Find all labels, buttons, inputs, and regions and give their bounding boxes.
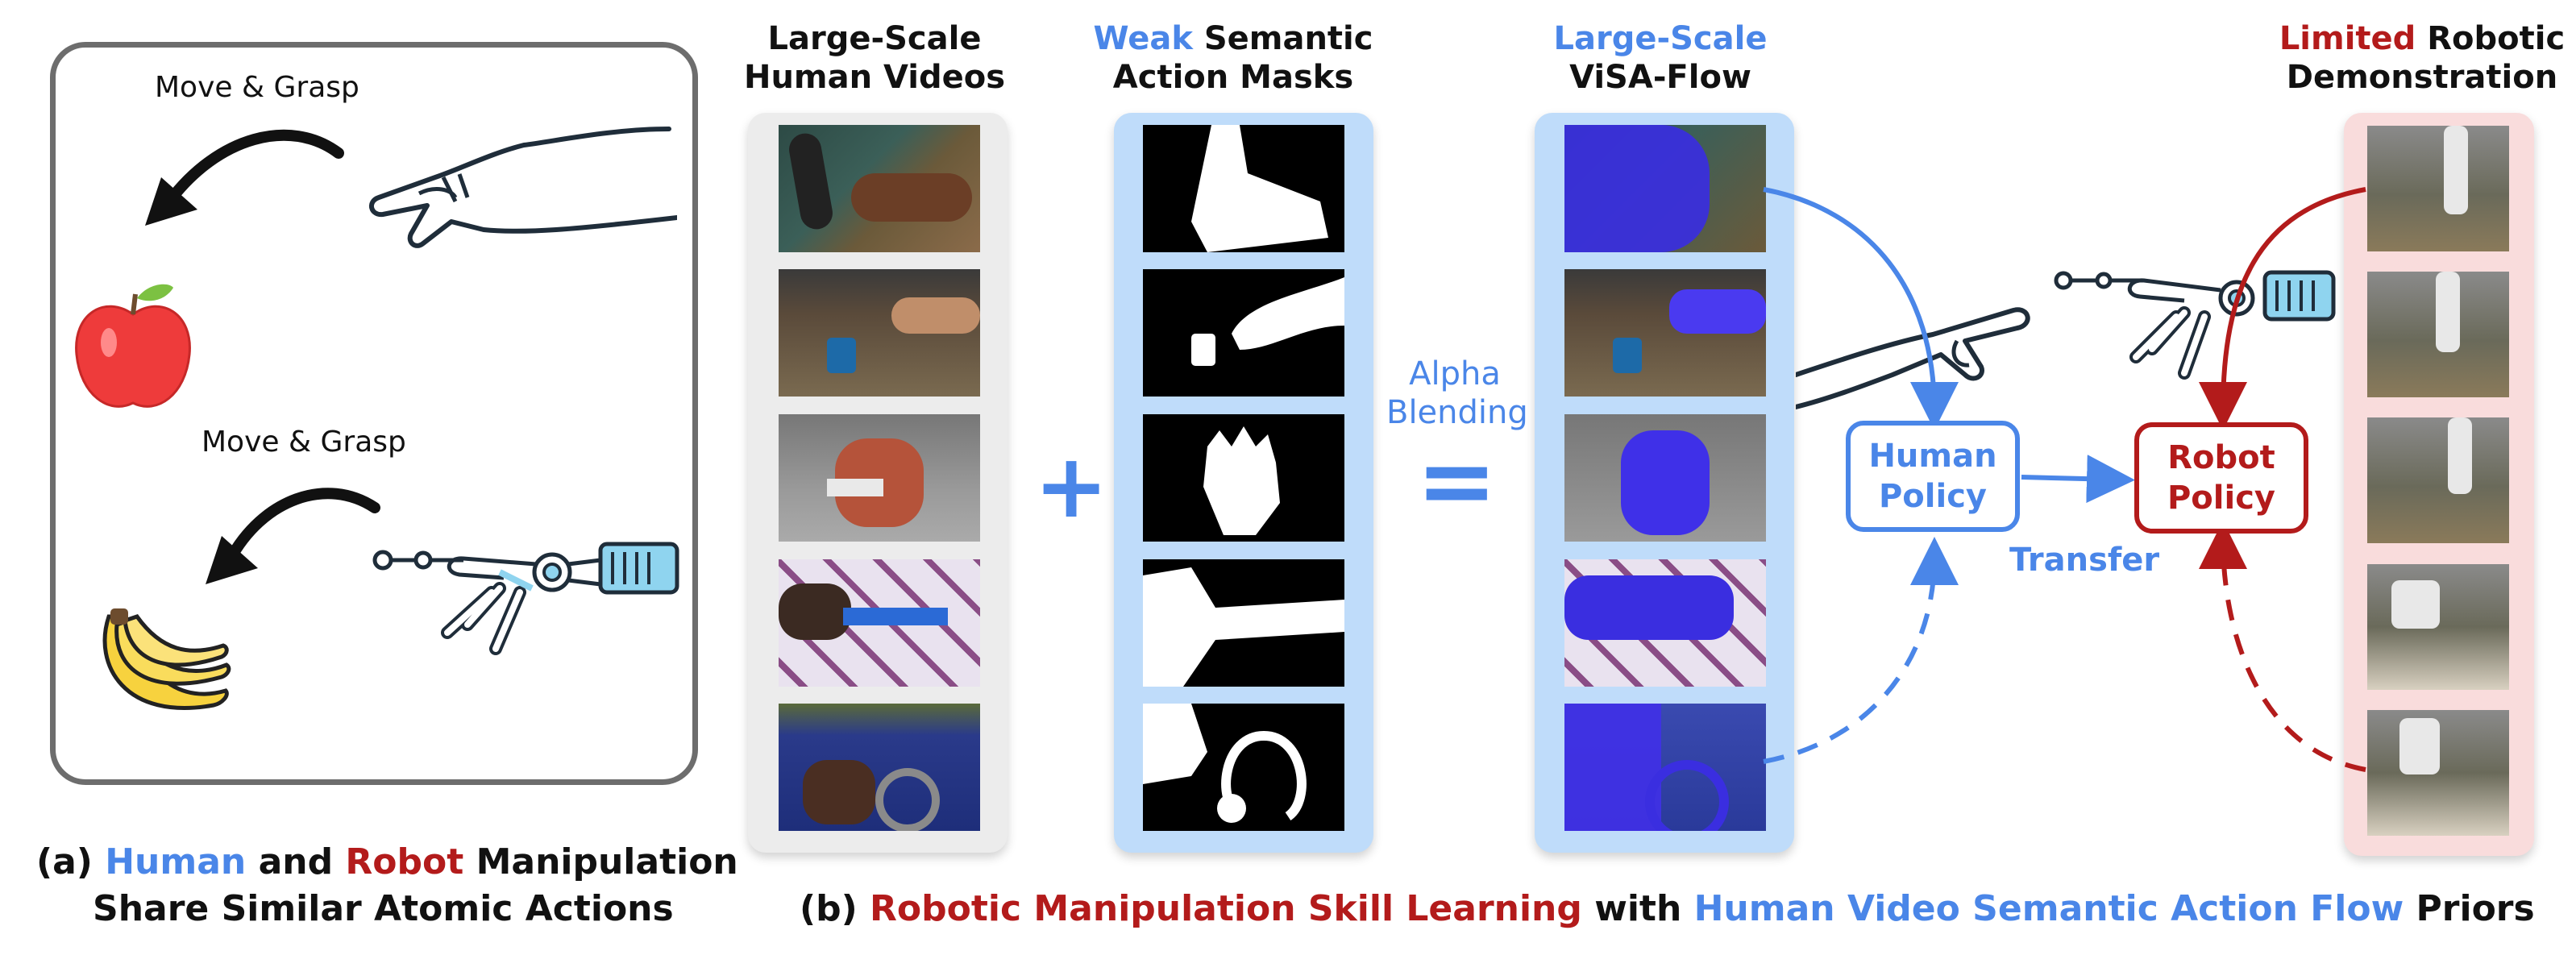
visa-flow-frame bbox=[1564, 269, 1766, 397]
panel-a-caption-line2: Share Similar Atomic Actions bbox=[93, 888, 674, 929]
policy-line2: Policy bbox=[1878, 478, 1987, 515]
robot-demo-frame bbox=[2367, 126, 2509, 251]
caption-and: and bbox=[246, 841, 346, 882]
policy-line1: Robot bbox=[2167, 439, 2275, 476]
caption-human: Human bbox=[105, 841, 247, 882]
header-rest: Semantic bbox=[1192, 20, 1373, 57]
human-hand-icon bbox=[369, 127, 677, 248]
human-video-frame bbox=[779, 414, 980, 542]
header-line2: ViSA-Flow bbox=[1569, 59, 1751, 96]
caption-prefix: (a) bbox=[36, 841, 106, 882]
header-line1: Large-Scale bbox=[1553, 20, 1768, 57]
policy-line2: Policy bbox=[2167, 480, 2275, 517]
transfer-label: Transfer bbox=[2009, 542, 2160, 579]
blend-line2: Blending bbox=[1386, 394, 1528, 431]
human-video-frame bbox=[779, 269, 980, 397]
header-line2: Human Videos bbox=[743, 59, 1006, 96]
robot-demo-header: Limited Robotic Demonstration bbox=[2273, 19, 2571, 97]
robot-action-label: Move & Grasp bbox=[202, 426, 406, 459]
plus-operator: + bbox=[1034, 434, 1109, 538]
header-highlight: Weak bbox=[1093, 20, 1193, 57]
robot-hand-icon bbox=[372, 542, 679, 655]
header-rest: Robotic bbox=[2416, 20, 2566, 57]
visa-flow-frame bbox=[1564, 125, 1766, 252]
visa-flow-frame bbox=[1564, 559, 1766, 687]
human-video-frame bbox=[779, 559, 980, 687]
caption-red: Robotic Manipulation Skill Learning bbox=[870, 888, 1582, 929]
robot-demo-frame bbox=[2367, 710, 2509, 836]
header-line1: Large-Scale bbox=[767, 20, 982, 57]
robot-hand-icon bbox=[2054, 270, 2336, 380]
apple-icon bbox=[75, 284, 191, 408]
header-line2: Action Masks bbox=[1112, 59, 1354, 96]
visa-flow-frame bbox=[1564, 704, 1766, 831]
action-mask-frame bbox=[1143, 414, 1344, 542]
human-videos-header: Large-Scale Human Videos bbox=[725, 19, 1024, 97]
robot-demo-frame bbox=[2367, 272, 2509, 397]
visa-flow-frame bbox=[1564, 414, 1766, 542]
policy-line1: Human bbox=[1868, 438, 1997, 475]
panel-a-caption-line1: (a) Human and Robot Manipulation bbox=[36, 838, 738, 887]
robot-demo-frame bbox=[2367, 564, 2509, 690]
human-action-label: Move & Grasp bbox=[155, 71, 359, 104]
blend-line1: Alpha bbox=[1409, 355, 1501, 392]
human-hand-icon bbox=[1796, 307, 2030, 409]
curved-arrow-icon bbox=[206, 488, 380, 584]
header-line2: Demonstration bbox=[2286, 59, 2558, 96]
panel-b-caption: (b) Robotic Manipulation Skill Learning … bbox=[800, 885, 2535, 933]
curved-arrow-icon bbox=[145, 129, 344, 226]
caption-rest: Manipulation bbox=[463, 841, 738, 882]
banana-icon bbox=[102, 608, 231, 710]
header-line1: Weak Semantic bbox=[1080, 19, 1386, 58]
human-video-frame bbox=[779, 125, 980, 252]
header-line1: Limited Robotic bbox=[2273, 19, 2571, 58]
action-mask-frame bbox=[1143, 704, 1344, 831]
action-mask-frame bbox=[1143, 559, 1344, 687]
equals-operator: = bbox=[1416, 426, 1498, 538]
human-video-frame bbox=[779, 704, 980, 831]
caption-prefix: (b) bbox=[800, 888, 870, 929]
caption-blue: Human Video Semantic Action Flow bbox=[1693, 888, 2404, 929]
action-mask-frame bbox=[1143, 269, 1344, 397]
caption-mid: with bbox=[1581, 888, 1694, 929]
caption-suffix: Priors bbox=[2404, 888, 2535, 929]
human-policy-box: Human Policy bbox=[1846, 421, 2020, 532]
visa-flow-header: Large-Scale ViSA-Flow bbox=[1515, 19, 1805, 97]
robot-demo-frame bbox=[2367, 417, 2509, 543]
header-highlight: Limited bbox=[2279, 20, 2416, 57]
caption-robot: Robot bbox=[345, 841, 464, 882]
alpha-blending-label: Alpha Blending bbox=[1386, 355, 1528, 432]
masks-header: Weak Semantic Action Masks bbox=[1080, 19, 1386, 97]
action-mask-frame bbox=[1143, 125, 1344, 252]
robot-policy-box: Robot Policy bbox=[2134, 422, 2308, 534]
